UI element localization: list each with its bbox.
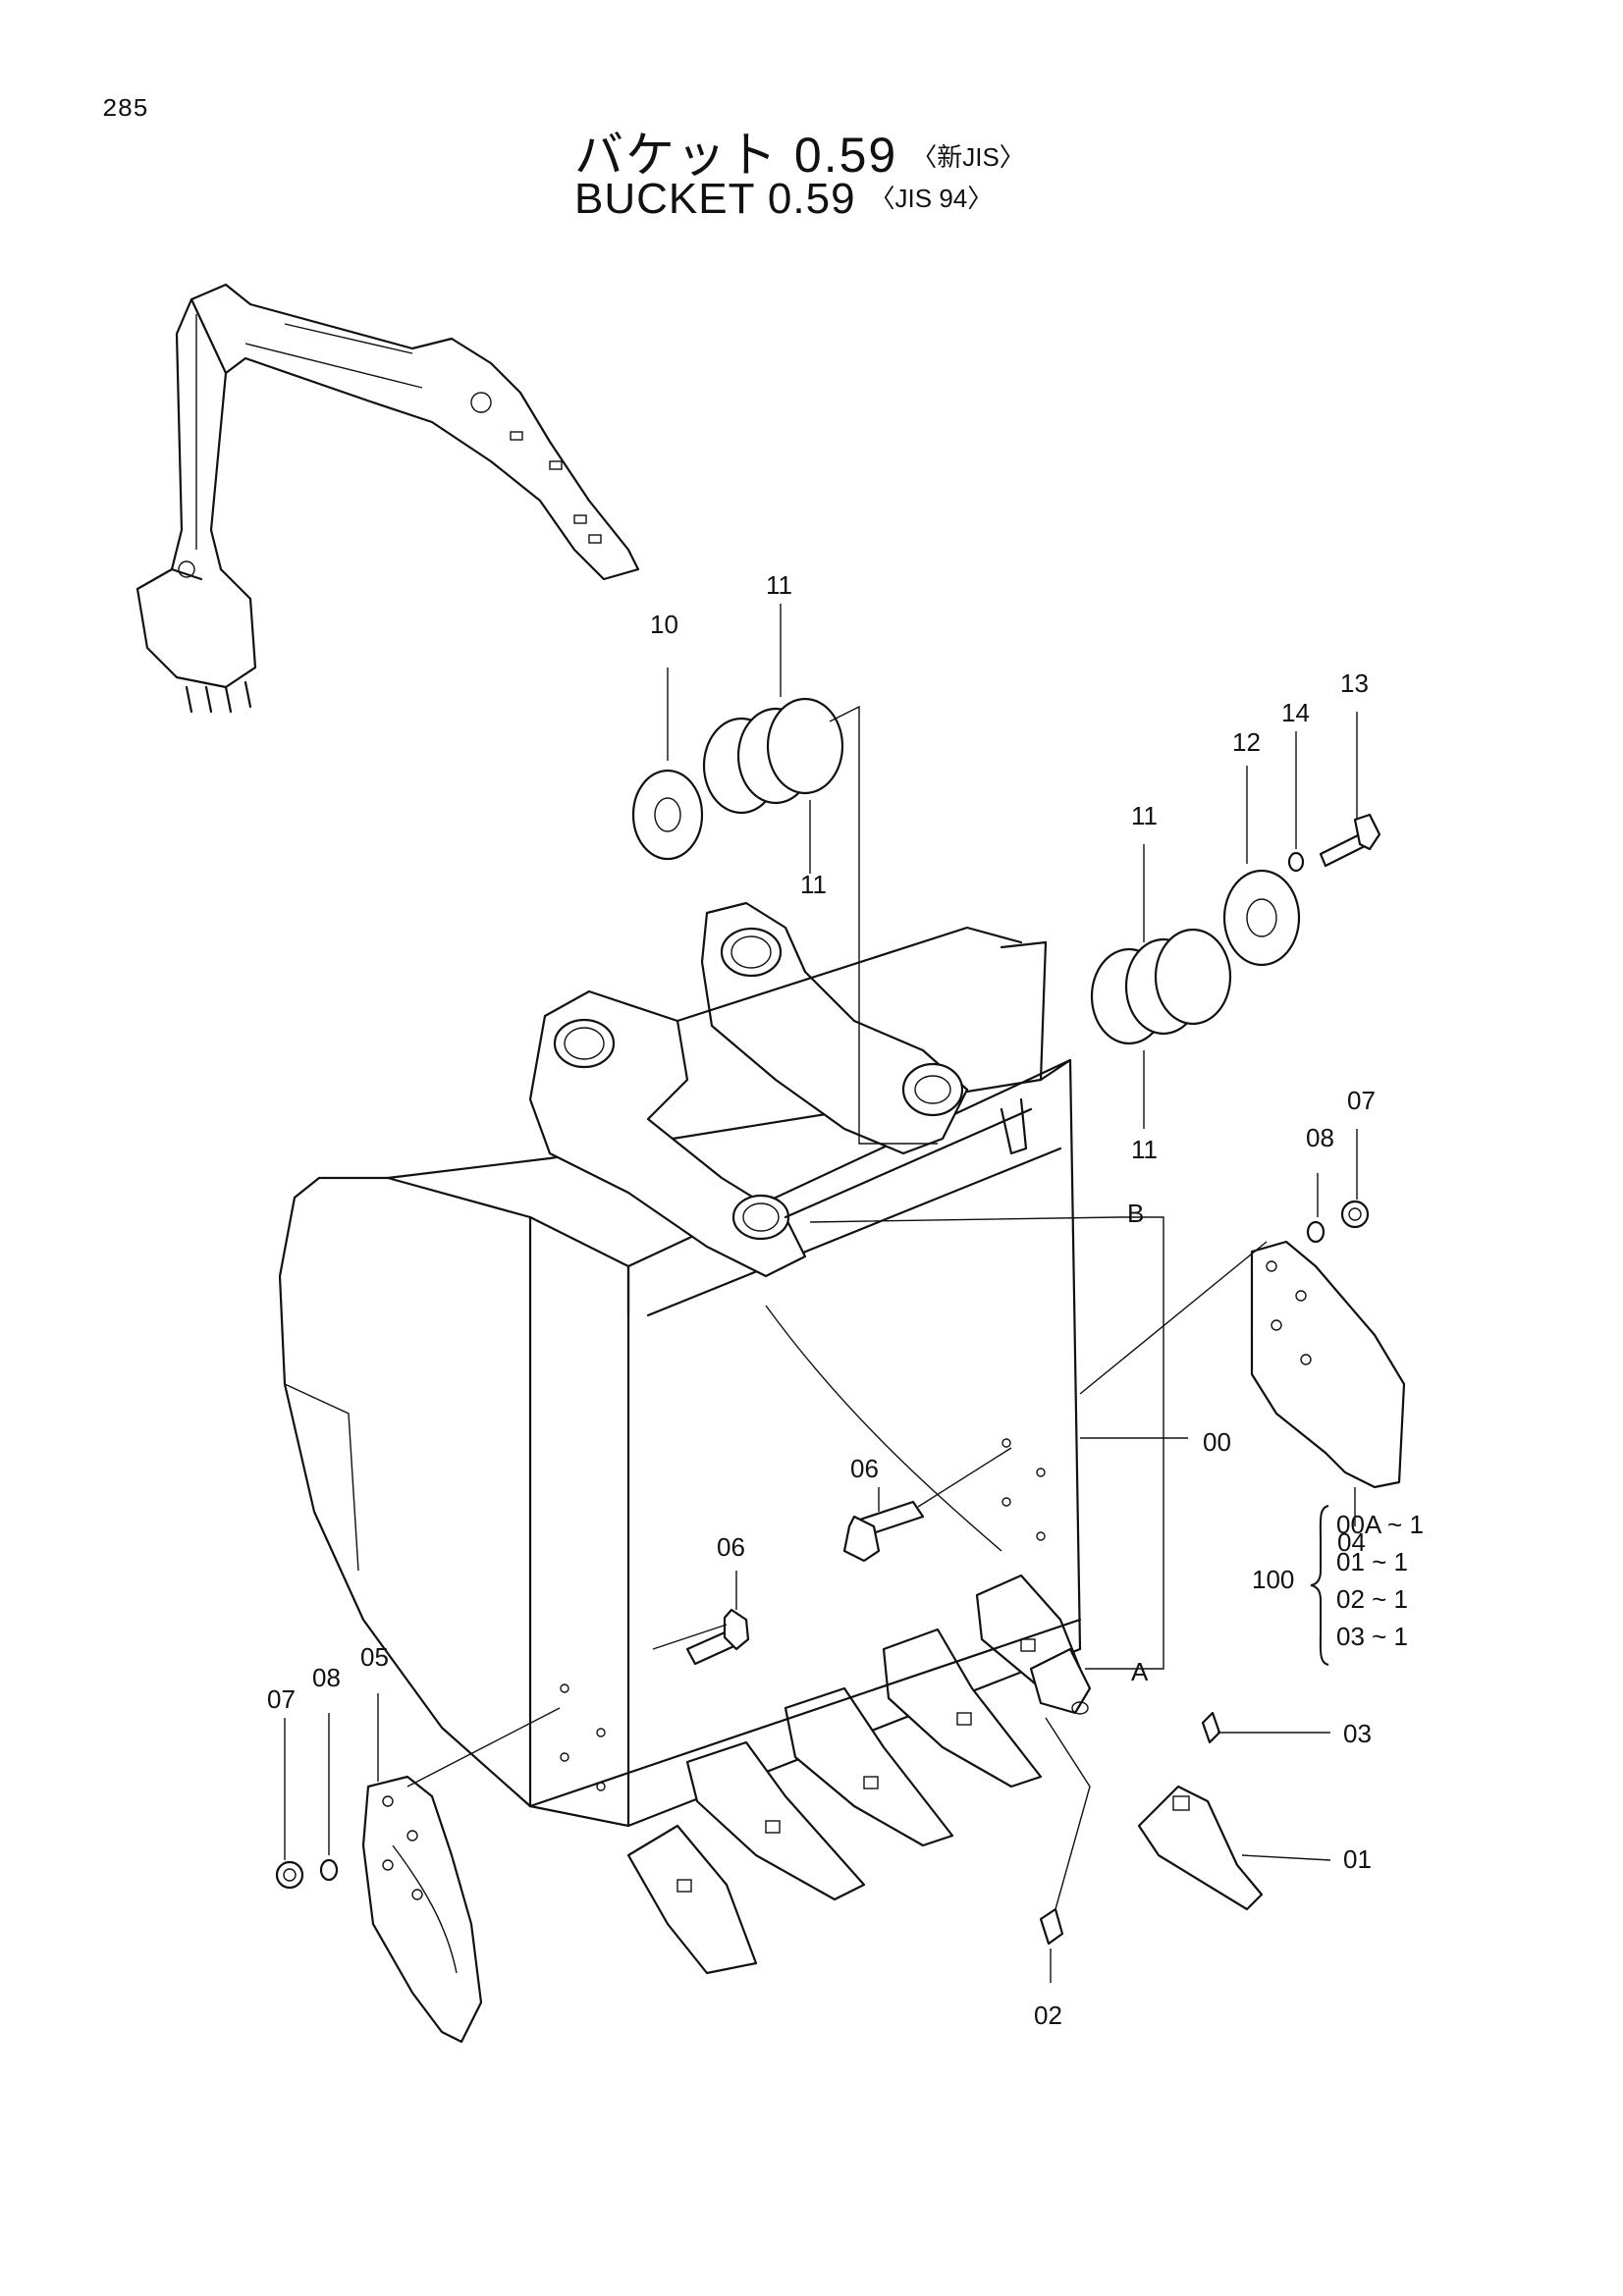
kit-brace [1310,1505,1329,1666]
kit-row: 00A ~ 1 [1336,1510,1424,1539]
callout-04: 04 [1337,1527,1366,1557]
nut-07-left [275,1860,304,1890]
kit-composition: 100 00A ~ 1 01 ~ 1 02 ~ 1 03 ~ 1 [1252,1502,1448,1669]
side-cutter-04 [1250,1240,1406,1489]
excavator-overview-illustration [135,283,640,714]
callout-07-left: 07 [267,1684,296,1714]
bolt-06-upper [842,1500,925,1563]
callout-06-upper: 06 [850,1454,879,1483]
callout-01: 01 [1343,1844,1372,1874]
callout-03: 03 [1343,1719,1372,1748]
callout-11-right-bottom: 11 [1131,1135,1158,1164]
reference-B: B [1127,1199,1144,1228]
bucket-mounting-bracket [528,901,1033,1278]
callout-05: 05 [360,1642,389,1672]
kit-label: 100 [1252,1565,1295,1594]
callout-14: 14 [1281,698,1310,727]
page-number: 285 [102,94,148,124]
callout-11-mid: 11 [800,870,827,899]
callout-13: 13 [1340,668,1369,698]
callout-12: 12 [1232,727,1261,757]
title-english-standard: 〈JIS 94〉 [869,184,994,213]
reference-A: A [1131,1657,1149,1686]
nut-07-right [1340,1200,1370,1229]
leader-lines [284,604,1358,1983]
lock-pin-02 [1039,1907,1064,1946]
shims-11-upper [702,697,844,815]
callout-11-top: 11 [766,570,792,600]
kit-row: 02 ~ 1 [1336,1584,1409,1614]
title-japanese: バケット 0.59 〈新JIS〉 [574,116,1025,187]
title-english: BUCKET 0.59 〈JIS 94〉 [574,175,993,224]
callout-06-lower: 06 [717,1532,745,1562]
title-japanese-text: バケット 0.59 [574,128,898,183]
kit-rows: 00A ~ 1 01 ~ 1 02 ~ 1 03 ~ 1 [1336,1506,1424,1655]
bolt-06-lower [685,1608,750,1666]
retaining-plate-12 [1222,869,1301,967]
callout-10: 10 [650,610,678,639]
washer-08-left [319,1858,339,1882]
callout-02: 02 [1034,2001,1062,2030]
kit-row: 01 ~ 1 [1336,1547,1409,1576]
shims-11-lower [1090,928,1232,1045]
bucket-teeth [528,1574,1092,1975]
side-cutter-05 [361,1775,483,2044]
title-japanese-standard: 〈新JIS〉 [911,142,1025,172]
bolt-13 [1319,813,1381,868]
callout-07-right: 07 [1347,1086,1376,1115]
kit-row: 03 ~ 1 [1336,1622,1409,1651]
title-english-text: BUCKET 0.59 [574,175,856,223]
callout-08-right: 08 [1306,1123,1334,1152]
shim-plate-10 [631,769,704,861]
callout-00: 00 [1203,1427,1231,1457]
washer-08-right [1306,1220,1325,1244]
replacement-tooth [1137,1711,1264,1911]
callout-08-left: 08 [312,1663,341,1692]
washer-14 [1287,851,1305,873]
callout-11-right-top: 11 [1131,801,1158,830]
